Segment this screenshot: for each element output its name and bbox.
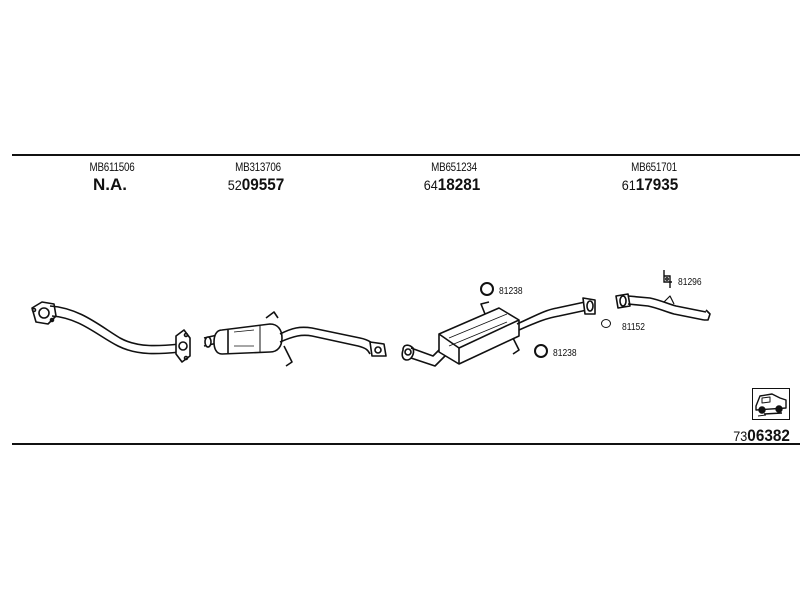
oe-number-front-pipe: MB611506 (89, 160, 135, 174)
oe-number-tail-pipe: MB651701 (631, 160, 677, 174)
part-number-rear-silencer: 6418281 (389, 175, 515, 195)
accessory-code-81152: 81152 (622, 322, 646, 333)
ring-icon (480, 282, 494, 296)
gasket-icon (601, 319, 611, 328)
oe-number-rear-silencer: MB651234 (431, 160, 477, 174)
part-prefix: 61 (621, 177, 636, 193)
bottom-rule (12, 443, 800, 445)
clamp-icon (663, 270, 672, 288)
tail-pipe-drawing (615, 293, 711, 321)
ring-icon (534, 344, 548, 358)
centre-silencer-drawing (203, 311, 387, 367)
top-rule (12, 154, 800, 156)
part-prefix: 52 (227, 177, 242, 193)
part-main: 18281 (437, 175, 481, 194)
car-icon (752, 388, 790, 420)
part-prefix: 64 (423, 177, 438, 193)
oe-number-centre-silencer: MB313706 (235, 160, 281, 174)
part-main: 09557 (241, 175, 285, 194)
accessory-code-81238-bottom: 81238 (553, 348, 577, 359)
accessory-code-81238-top: 81238 (499, 286, 523, 297)
diagram-main: 06382 (747, 426, 790, 445)
part-main: 17935 (635, 175, 679, 194)
part-number-centre-silencer: 5209557 (193, 175, 319, 195)
part-number-front-pipe: N.A. (93, 175, 127, 194)
accessory-code-81296: 81296 (678, 277, 702, 288)
diagram-prefix: 73 (733, 428, 748, 444)
front-pipe-drawing (31, 301, 191, 363)
part-number-tail-pipe: 6117935 (587, 175, 713, 195)
diagram-number: 7306382 (733, 426, 790, 446)
rear-silencer-drawing (401, 297, 596, 367)
